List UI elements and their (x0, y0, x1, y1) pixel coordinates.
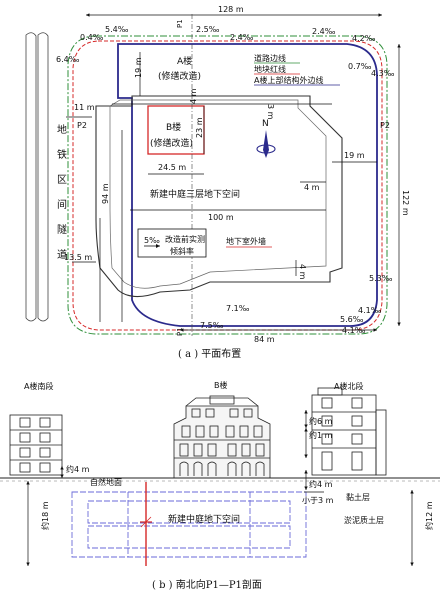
tilt-rate: 2.4‰ (312, 27, 336, 36)
clay-layer: 黏土层 (346, 492, 370, 502)
about-4m: 约4 m (309, 479, 333, 489)
dim-84: 84 m (254, 335, 275, 344)
about-12m: 约12 m (424, 501, 434, 530)
plot-red-line (72, 40, 383, 331)
building-labels: A楼 (修缮改造) B楼 (修缮改造) 新建中庭三层地下空间 (150, 55, 240, 200)
ground-surface (0, 477, 440, 482)
tilt-rate: 4.1‰ (342, 326, 366, 335)
legend-box-text: 倾斜率 (170, 246, 194, 256)
metro-tunnel-label: 地 铁 区 间 隧 道 (57, 123, 67, 261)
metro-tunnel (25, 32, 49, 322)
dim-4-top: 4 m (189, 88, 198, 104)
tilt-rate: 4.2‰ (352, 34, 376, 43)
a-south-label: A楼南段 (24, 381, 53, 391)
legend-outer: A楼上部结构外边线 (254, 75, 323, 85)
tilt-rate: 5.6‰ (340, 315, 364, 324)
dim-94: 94 m (101, 183, 110, 204)
north-arrow: N (256, 119, 276, 158)
about-4m-left: 约4 m (66, 464, 90, 474)
tilt-rate: 4.3‰ (371, 69, 395, 78)
plan-view: 地 铁 区 间 隧 道 N (25, 5, 410, 360)
b-building-label: (修缮改造) (150, 137, 193, 149)
underground-space-section (71, 491, 307, 558)
a-north-label: A楼北段 (334, 381, 363, 391)
section-labels: 约4 m 自然地面 约6 m 约1 m 约4 m 小于3 m 黏土层 新建中庭地… (40, 416, 434, 530)
legend-road: 道路边线 (254, 53, 286, 63)
basement-outline (95, 95, 343, 298)
metro-char: 地 (57, 123, 67, 136)
legend-plot: 地块红线 (254, 64, 286, 74)
tilt-rate: 5.3‰ (369, 274, 393, 283)
section-dimension-lines (26, 410, 414, 566)
p1-label: P1 (176, 19, 184, 28)
metro-char: 隧 (57, 223, 67, 236)
p2-label: P2 (380, 121, 390, 130)
dimension-lines (66, 13, 401, 332)
a-south-building (9, 414, 63, 476)
legend-box-text: 改造前实测 (165, 234, 205, 244)
tilt-rate: 2.5‰ (196, 25, 220, 34)
tilt-rate-labels: 0.4‰ 5.4‰ 2.5‰ 2.4‰ 2.4‰ 4.2‰ 6.4‰ 0.7‰ … (56, 25, 395, 335)
dimension-labels: 128 m 122 m 84 m 19 m 11 m 4 m 3 m 23 m … (64, 5, 410, 344)
caption-a: ( a ) 平面布置 (178, 348, 241, 360)
b-building-label: B楼 (214, 380, 228, 390)
tilt-rate: 5.4‰ (105, 25, 129, 34)
dim-13-5: 13.5 m (64, 253, 92, 262)
dim-4-bottom: 4 m (298, 264, 307, 280)
b-building-outline (147, 105, 205, 155)
legend-box-value: 5‰ (144, 236, 160, 245)
p1-label: P1 (176, 327, 184, 336)
tilt-rate: 0.7‰ (348, 62, 372, 71)
metro-char: 区 (57, 174, 67, 186)
about-18m: 约18 m (40, 501, 50, 530)
north-label: N (262, 119, 269, 129)
basement-wall-label: 地下室外墙 (226, 236, 266, 246)
a-building-outline (117, 43, 378, 327)
underground-label: 新建中庭三层地下空间 (150, 188, 240, 200)
a-building-label: A楼 (177, 55, 192, 67)
b-building-label: B楼 (166, 121, 181, 133)
dim-100: 100 m (208, 213, 234, 222)
tilt-rate: 2.4‰ (230, 33, 254, 42)
underground-space-label: 新建中庭地下空间 (168, 513, 240, 525)
tilt-rate: 4.1‰ (358, 306, 382, 315)
silty-clay-layer: 淤泥质土层 (344, 515, 384, 525)
dim-19-right: 19 m (344, 151, 365, 160)
b-building-elevation (173, 395, 271, 479)
line-legend: 道路边线 地块红线 A楼上部结构外边线 (254, 53, 340, 86)
p2-label: P2 (77, 121, 87, 130)
tilt-rate: 7.5‰ (200, 321, 224, 330)
dim-128: 128 m (218, 5, 244, 14)
dim-122: 122 m (401, 190, 410, 216)
metro-char: 铁 (57, 148, 67, 161)
natural-ground: 自然地面 (90, 477, 122, 487)
about-6m: 约6 m (309, 416, 333, 426)
dim-3: 3 m (266, 104, 275, 120)
dim-19-left: 19 m (134, 57, 143, 78)
courtyard-outline (109, 99, 327, 289)
p1-section-line: P1 P1 (176, 14, 193, 336)
a-north-building (311, 387, 387, 476)
metro-char: 道 (57, 248, 67, 261)
metro-char: 间 (57, 198, 67, 211)
a-building-label: (修缮改造) (158, 70, 201, 82)
dim-23: 23 m (195, 117, 204, 138)
section-marker (140, 482, 152, 566)
dim-4-mid: 4 m (304, 183, 320, 192)
section-headers: A楼南段 B楼 A楼北段 (24, 380, 363, 391)
tilt-rate: 6.4‰ (56, 55, 80, 64)
less-than-3m: 小于3 m (302, 496, 334, 505)
tilt-rate: 7.1‰ (226, 304, 250, 313)
tilt-rate: 0.4‰ (80, 33, 104, 42)
dim-11: 11 m (74, 103, 95, 112)
tilt-legend-box: 5‰ 改造前实测 倾斜率 (137, 228, 207, 258)
dim-24-5: 24.5 m (158, 163, 186, 172)
road-edge-line (67, 35, 388, 335)
caption-b: ( b ) 南北向P1—P1剖面 (152, 578, 262, 591)
section-view: A楼南段 B楼 A楼北段 (0, 380, 440, 591)
about-1m: 约1 m (309, 430, 333, 440)
